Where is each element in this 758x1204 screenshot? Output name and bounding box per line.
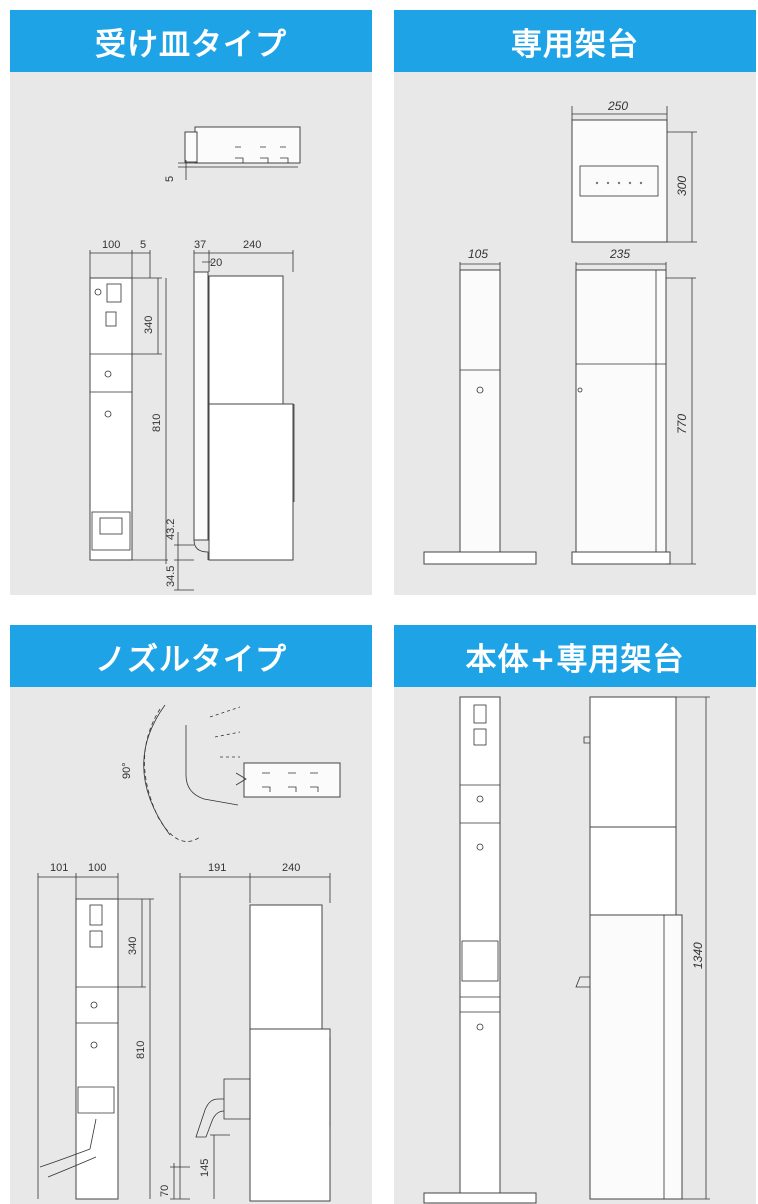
panel-title: ノズルタイプ — [10, 625, 372, 687]
dim-340: 340 — [143, 316, 155, 334]
dim-5-top: 5 — [164, 176, 176, 182]
stand-drawing: 250 300 105 235 770 — [423, 99, 697, 565]
side-view — [193, 271, 295, 561]
dim-300: 300 — [675, 176, 689, 196]
dim-34-5: 34.5 — [165, 566, 177, 587]
dim-240: 240 — [282, 862, 300, 874]
nozzle-type-drawing: 90° 101 100 340 810 191 240 70 145 — [37, 704, 341, 1202]
dim-20: 20 — [210, 257, 222, 269]
tray-type-drawing: 5 100 5 340 810 37 240 — [89, 126, 301, 591]
dim-90-deg: 90° — [121, 762, 133, 779]
dim-101: 101 — [50, 862, 68, 874]
panel-title: 専用架台 — [394, 10, 756, 72]
dim-770: 770 — [675, 414, 689, 434]
dim-340: 340 — [127, 937, 139, 955]
dim-100: 100 — [88, 862, 106, 874]
dim-37: 37 — [194, 239, 206, 251]
panel-nozzle-type: ノズルタイプ 90° 101 100 340 810 191 240 — [10, 625, 372, 1204]
front-view — [89, 277, 133, 561]
panel-dedicated-stand: 専用架台 250 300 105 235 770 — [394, 10, 756, 595]
body-plus-stand-drawing: 1340 — [423, 696, 710, 1204]
dim-43-2: 43.2 — [165, 519, 177, 540]
top-view-unit — [178, 126, 301, 180]
dim-235: 235 — [609, 247, 630, 261]
dim-240: 240 — [243, 239, 261, 251]
dim-810: 810 — [151, 414, 163, 432]
panel-title: 受け皿タイプ — [10, 10, 372, 72]
dim-1340: 1340 — [691, 942, 705, 969]
dim-810: 810 — [135, 1041, 147, 1059]
dim-250: 250 — [607, 99, 628, 113]
dim-100: 100 — [102, 239, 120, 251]
panel-title: 本体+専用架台 — [394, 625, 756, 687]
dim-70: 70 — [159, 1185, 171, 1197]
panel-body-plus-stand: 本体+専用架台 1340 — [394, 625, 756, 1204]
panel-tray-type: 受け皿タイプ 5 100 5 340 810 — [10, 10, 372, 595]
dim-191: 191 — [208, 862, 226, 874]
dim-145: 145 — [199, 1159, 211, 1177]
indicator-dots — [595, 181, 643, 185]
dim-5: 5 — [140, 239, 146, 251]
dim-105: 105 — [468, 247, 488, 261]
